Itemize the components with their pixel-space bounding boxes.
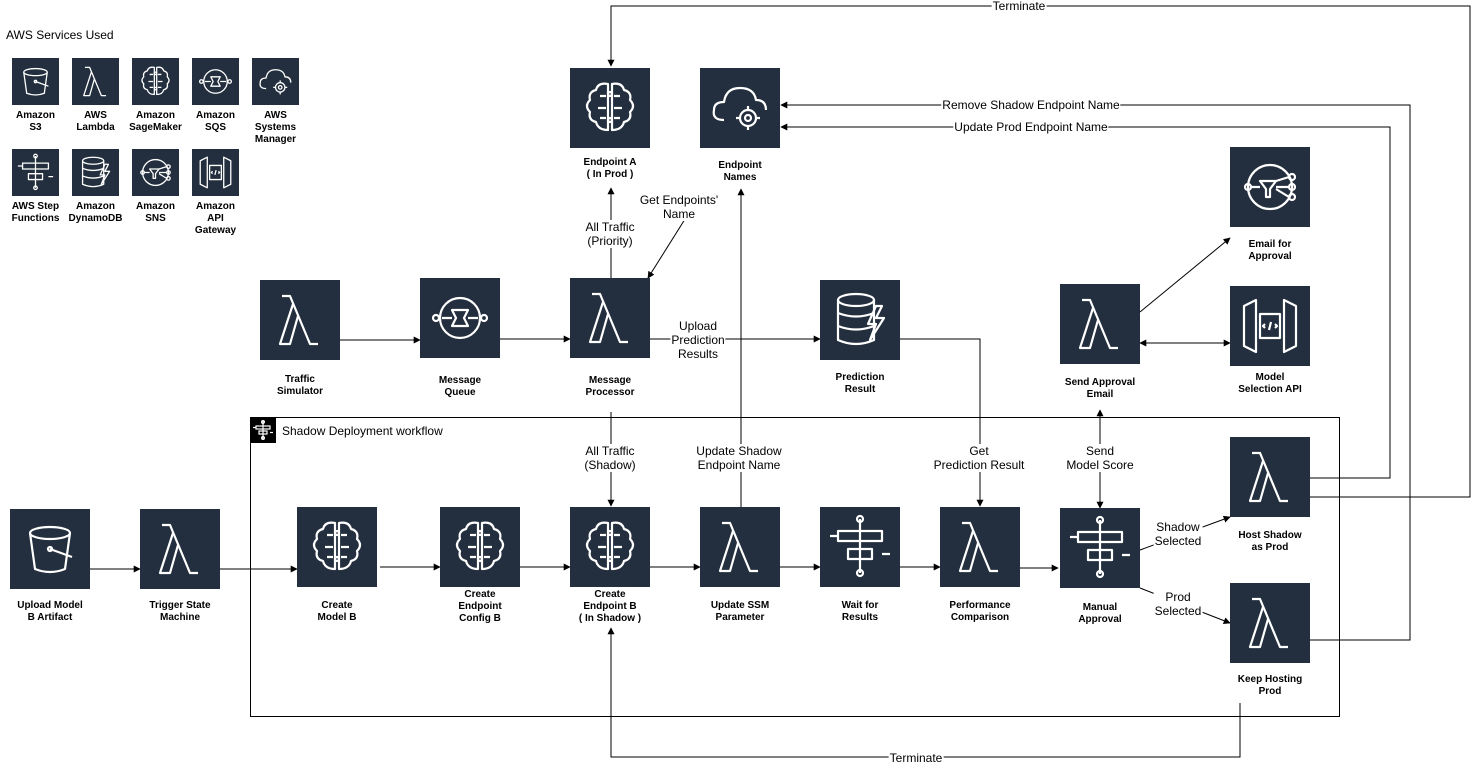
node-trigger-sm-lambda-icon xyxy=(140,509,220,589)
edge-label-update-prod: Update Prod Endpoint Name xyxy=(953,120,1109,134)
node-traffic-sim-lambda-icon xyxy=(260,280,340,360)
edge-label-remove-shadow: Remove Shadow Endpoint Name xyxy=(941,98,1121,112)
node-label-endpoint-a: Endpoint A ( In Prod ) xyxy=(583,157,637,180)
legend-0-bucket-icon xyxy=(12,58,59,105)
legend-1-lambda-icon xyxy=(72,58,119,105)
legend-item-label: Amazon DynamoDB xyxy=(68,201,123,224)
edge-label-prod-selected: Prod Selected xyxy=(1153,590,1203,618)
edge-label-all-traffic-priority: All Traffic (Priority) xyxy=(584,220,636,248)
legend-title: AWS Services Used xyxy=(6,28,114,42)
shadow-deployment-group xyxy=(250,417,1340,717)
node-label-update-ssm: Update SSM Parameter xyxy=(710,600,770,623)
edge-label-update-shadow-name: Update Shadow Endpoint Name xyxy=(695,444,783,472)
node-upload-model-bucket-icon xyxy=(10,509,90,589)
node-perf-comparison-lambda-icon xyxy=(940,507,1020,587)
edge-label-send-model-score: Send Model Score xyxy=(1065,444,1135,472)
workflow-title: Shadow Deployment workflow xyxy=(282,424,443,438)
node-label-upload-model: Upload Model B Artifact xyxy=(17,600,83,623)
legend-6-dynamo-icon xyxy=(72,149,119,196)
legend-item-label: AWS Systems Manager xyxy=(254,110,297,145)
legend-item-label: Amazon SNS xyxy=(136,201,175,224)
node-label-email-approval: Email for Approval xyxy=(1248,239,1292,262)
node-label-endpoint-names: Endpoint Names xyxy=(718,160,762,183)
node-label-create-model: Create Model B xyxy=(317,600,357,623)
node-manual-approval-steps-icon xyxy=(1060,508,1140,588)
legend-8-api-icon xyxy=(192,149,239,196)
node-wait-results-steps-icon xyxy=(820,507,900,587)
node-endpoint-a-brain-icon xyxy=(570,68,650,148)
node-label-keep-prod: Keep Hosting Prod xyxy=(1237,674,1303,697)
legend-item-label: Amazon API Gateway xyxy=(194,201,237,236)
legend-item-label: Amazon SageMaker xyxy=(129,110,182,133)
node-message-processor-lambda-icon xyxy=(570,278,650,358)
legend-4-cloud-gear-icon xyxy=(252,58,299,105)
step-functions-group-icon xyxy=(250,417,276,443)
node-label-message-queue: Message Queue xyxy=(438,375,482,398)
node-create-config-brain-icon xyxy=(440,507,520,587)
node-label-trigger-sm: Trigger State Machine xyxy=(149,600,211,623)
legend-2-brain-icon xyxy=(132,58,179,105)
node-label-message-processor: Message Processor xyxy=(585,375,635,398)
edge-label-get-endpoints: Get Endpoints' Name xyxy=(638,193,720,221)
node-label-manual-approval: Manual Approval xyxy=(1078,602,1122,625)
edge-label-get-prediction: Get Prediction Result xyxy=(932,444,1026,472)
legend-item-label: Amazon S3 xyxy=(16,110,55,133)
edge-label-shadow-selected: Shadow Selected xyxy=(1153,520,1203,548)
legend-5-steps-icon xyxy=(12,149,59,196)
node-model-selection-api-api-icon xyxy=(1230,286,1310,366)
edge-label-upload-prediction: Upload Prediction Results xyxy=(670,319,726,361)
node-label-host-shadow: Host Shadow as Prod xyxy=(1238,530,1302,553)
node-label-prediction-result: Prediction Result xyxy=(835,372,885,395)
edge-send-approval-to-email xyxy=(1139,237,1231,313)
node-prediction-result-dynamo-icon xyxy=(820,280,900,360)
edge-label-all-traffic-shadow: All Traffic (Shadow) xyxy=(583,444,637,472)
node-host-shadow-lambda-icon xyxy=(1230,437,1310,517)
node-label-create-endpoint-b: Create Endpoint B ( In Shadow ) xyxy=(578,589,642,624)
node-endpoint-names-cloud-gear-icon xyxy=(700,68,780,148)
node-label-perf-comparison: Performance Comparison xyxy=(949,600,1011,623)
edge-label-terminate-top: Terminate xyxy=(991,0,1047,13)
node-keep-prod-lambda-icon xyxy=(1230,583,1310,663)
legend-item-label: Amazon SQS xyxy=(196,110,235,133)
node-create-endpoint-b-brain-icon xyxy=(570,507,650,587)
legend-item-label: AWS Step Functions xyxy=(11,201,60,224)
node-update-ssm-lambda-icon xyxy=(700,507,780,587)
legend-item-label: AWS Lambda xyxy=(76,110,115,133)
node-label-model-selection-api: Model Selection API xyxy=(1238,372,1302,395)
node-send-approval-lambda-icon xyxy=(1060,284,1140,364)
node-email-approval-sns-icon xyxy=(1230,147,1310,227)
node-label-traffic-sim: Traffic Simulator xyxy=(276,374,324,397)
legend-7-sns-icon xyxy=(132,149,179,196)
edge-terminate-top xyxy=(607,5,1471,498)
node-label-wait-results: Wait for Results xyxy=(841,600,879,623)
edge-label-terminate-bottom: Terminate xyxy=(888,751,944,765)
node-label-send-approval: Send Approval Email xyxy=(1064,377,1136,400)
node-message-queue-queue-icon xyxy=(420,278,500,358)
node-label-create-config: Create Endpoint Config B xyxy=(458,589,502,624)
legend-3-queue-icon xyxy=(192,58,239,105)
node-create-model-brain-icon xyxy=(297,507,377,587)
